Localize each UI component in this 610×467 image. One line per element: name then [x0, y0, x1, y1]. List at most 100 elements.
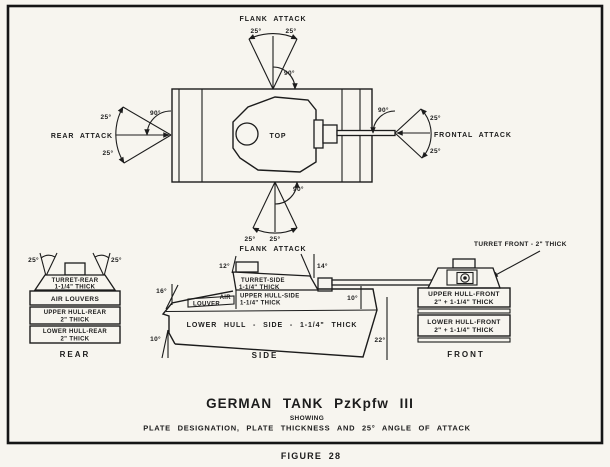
frontal-attack-upper-ray [394, 108, 422, 134]
front-view-cupola [452, 258, 476, 269]
side-view-rear-upper-slope-line [165, 284, 179, 310]
side-view-upper-line1: UPPER HULL-SIDE [240, 294, 300, 300]
flank-bottom-left-ray [252, 181, 276, 229]
flank-top-left-ray [248, 38, 274, 90]
flank-top-normal-angle: 90° [284, 69, 295, 77]
side-view-front-upper-angle: 10° [347, 294, 358, 302]
side-view-rear-lower-slope-line [161, 329, 169, 359]
front-view-mantlet-outer [446, 269, 478, 286]
top-view-cupola [235, 122, 259, 146]
side-view-rear-lower-angle: 10° [150, 335, 161, 343]
top-view: TOP [171, 88, 396, 183]
rear-view-left-slope-line [45, 252, 58, 277]
top-view-label: TOP [270, 133, 287, 140]
side-view-caption: SIDE [252, 351, 279, 360]
side-view-front-lower-angle: 22° [375, 336, 386, 344]
flank-top-right-ray [272, 38, 298, 90]
side-view-upper-line2: 1-1/4" THICK [240, 301, 281, 307]
subtitle: PLATE DESIGNATION, PLATE THICKNESS AND 2… [143, 424, 470, 433]
rear-attack-normal-arc [144, 110, 172, 136]
front-view-lower-line2: 2" + 1-1/4" THICK [434, 327, 494, 334]
side-view-lower-hull-top-line [165, 309, 378, 313]
side-view-air-line1: AIR [220, 295, 232, 301]
rear-view-right-angle-arc [94, 254, 110, 259]
showing-label: SHOWING [290, 415, 324, 422]
frontal-attack-lower-angle: 25° [430, 147, 441, 155]
flank-top-arc [248, 32, 298, 40]
side-view-turret-left-ref-line [231, 255, 237, 274]
top-view-turret [232, 96, 317, 173]
flank-bottom-normal-arc [274, 181, 300, 205]
rear-view-right-ref-line [103, 252, 111, 277]
frontal-attack-arc [420, 108, 432, 159]
flank-bottom-arc [252, 227, 298, 234]
rear-view-left-ref-line [39, 252, 47, 277]
rear-view-right-angle: 25° [111, 256, 122, 264]
frontal-attack-lower-ray [394, 132, 423, 159]
rear-attack-lower-angle: 25° [103, 149, 114, 157]
front-view-upper-line1: UPPER HULL-FRONT [428, 291, 500, 298]
side-view-louver-panel [187, 295, 235, 308]
side-view-rear-upper-angle: 16° [156, 287, 167, 295]
side-view-air-line2: LOUVER [193, 302, 220, 308]
top-view-mantlet-2 [322, 124, 338, 144]
frontal-attack-label: FRONTAL ATTACK [434, 132, 512, 139]
rear-view-caption: REAR [60, 350, 91, 359]
rear-view-upper-line2: 2" THICK [61, 318, 90, 324]
flank-bottom-left-angle: 25° [245, 235, 256, 243]
side-view-rear-outline [161, 290, 234, 345]
frontal-attack-fan: 25° FRONTAL ATTACK 25° 90° [370, 106, 512, 159]
front-view-gun-ring [460, 273, 470, 283]
rear-attack-upper-angle: 25° [101, 113, 112, 121]
rear-view-upper-hull-box [29, 306, 121, 325]
rear-attack-fan: REAR ATTACK 25° 25° 90° [51, 106, 172, 164]
side-view-turret-right-angle: 14° [317, 262, 328, 270]
rear-attack-upper-ray [122, 106, 172, 136]
rear-view-right-slope-line [92, 252, 105, 277]
front-view-caption: FRONT [447, 350, 485, 359]
flank-attack-bottom-label: FLANK ATTACK [240, 246, 307, 253]
rear-view-left-angle-arc [40, 254, 56, 259]
rear-attack-arc [115, 106, 125, 164]
flank-top-normal-arc [272, 66, 298, 90]
frontal-attack-normal-angle: 90° [378, 106, 389, 114]
title-block: GERMAN TANK PzKpfw III SHOWING PLATE DES… [143, 396, 470, 433]
rear-view-lower-hull-box [29, 325, 121, 344]
top-view-gun-barrel [336, 129, 396, 137]
rear-view-upper-line1: UPPER HULL-REAR [44, 310, 107, 316]
figure-caption: FIGURE 28 [281, 451, 341, 461]
rear-attack-lower-ray [123, 134, 172, 164]
front-view-gun-bore [463, 276, 467, 280]
frontal-attack-upper-angle: 25° [430, 114, 441, 122]
front-view-mantlet-inner [456, 271, 474, 285]
rear-attack-label: REAR ATTACK [51, 133, 113, 140]
side-view-lower-label: LOWER HULL - SIDE - 1-1/4" THICK [187, 322, 358, 329]
figure-border [6, 4, 604, 445]
front-view: TURRET FRONT - 2" THICK UPPER HULL-FRONT… [417, 241, 567, 359]
flank-top-right-angle: 25° [286, 27, 297, 35]
side-view-turret-line2: 1-1/4" THICK [239, 285, 280, 291]
rear-view-air-louvers-box [29, 290, 121, 306]
flank-bottom-normal-angle: 90° [293, 185, 304, 193]
rear-view-air-louvers-label: AIR LOUVERS [51, 296, 100, 303]
front-view-lower-line1: LOWER HULL-FRONT [427, 319, 500, 326]
side-view-turret-line1: TURRET-SIDE [241, 278, 285, 284]
rear-view-turret [33, 274, 117, 291]
frontal-attack-normal-arc [370, 110, 396, 134]
main-title: GERMAN TANK PzKpfw III [206, 396, 414, 411]
flank-attack-bottom-fan: 25° 25° FLANK ATTACK 90° [240, 181, 307, 253]
rear-view-turret-line2: 1-1/4" THICK [55, 285, 96, 291]
front-view-lower-hull-box [417, 314, 511, 337]
rear-view: 25° 25° TURRET-REAR 1-1/4" THICK AIR LOU… [28, 252, 122, 359]
flank-top-left-angle: 25° [251, 27, 262, 35]
front-view-upper-line2: 2" + 1-1/4" THICK [434, 299, 494, 306]
front-view-upper-hull-box [417, 287, 511, 308]
side-view-turret-left-angle: 12° [219, 262, 230, 270]
front-view-turret-note: TURRET FRONT - 2" THICK [474, 241, 567, 248]
side-view: 12° 14° TURRET-SIDE 1-1/4" THICK AIR LOU… [150, 253, 488, 360]
rear-view-lower-line2: 2" THICK [61, 337, 90, 343]
flank-attack-top-fan: FLANK ATTACK 25° 25° 90° [240, 16, 306, 90]
top-view-mantlet-1 [313, 119, 324, 149]
